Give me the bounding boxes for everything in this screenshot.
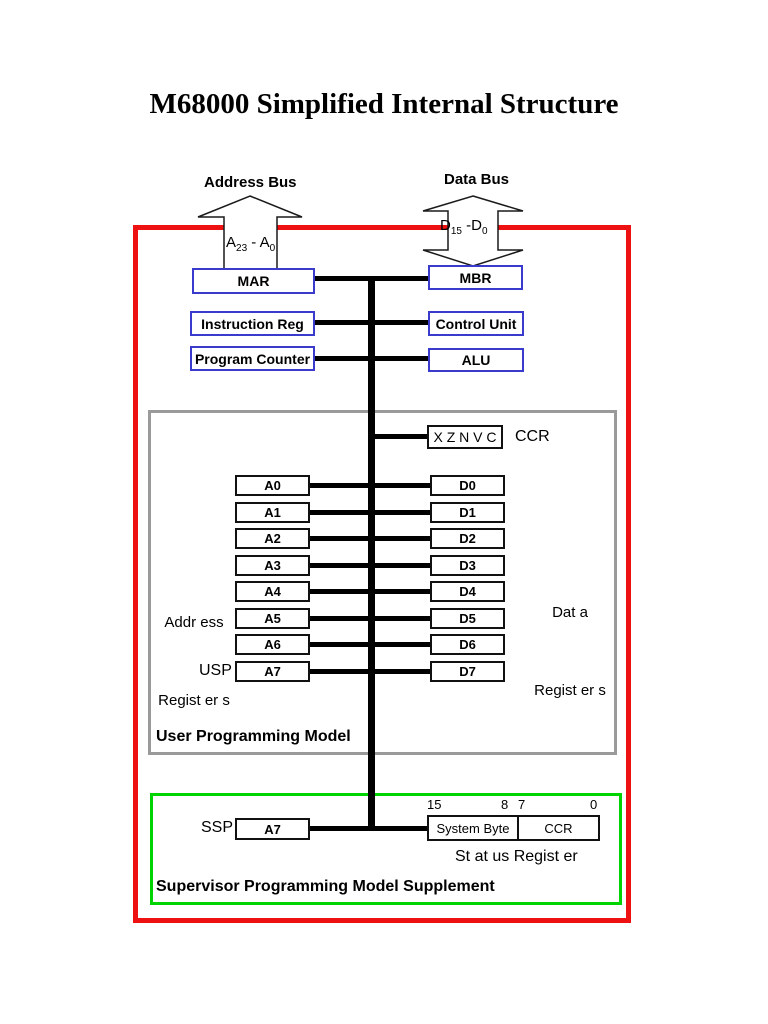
reg-row-connector <box>310 483 430 488</box>
data-registers-label: Dat a Regist er s <box>534 604 606 699</box>
register-d2: D2 <box>430 528 505 549</box>
register-d4: D4 <box>430 581 505 602</box>
instruction-reg-box: Instruction Reg <box>190 311 315 336</box>
register-a7: A7 <box>235 661 310 682</box>
reg-row-connector <box>310 669 430 674</box>
register-d0: D0 <box>430 475 505 496</box>
mbr-box: MBR <box>428 265 523 290</box>
register-d3: D3 <box>430 555 505 576</box>
register-a2: A2 <box>235 528 310 549</box>
ssp-status-connector <box>310 826 430 831</box>
reg-row-connector <box>310 589 430 594</box>
data-bus-label: Data Bus <box>444 171 510 188</box>
ccr-label: CCR <box>515 428 550 445</box>
reg-row-connector <box>310 563 430 568</box>
reg-row-connector <box>310 536 430 541</box>
pc-alu-connector <box>315 356 428 361</box>
status-register-label: St at us Regist er <box>455 848 578 865</box>
supervisor-model-caption: Supervisor Programming Model Supplement <box>156 878 495 895</box>
register-a4: A4 <box>235 581 310 602</box>
reg-row-connector <box>310 510 430 515</box>
mar-box: MAR <box>192 268 315 294</box>
address-bus-range: A23 - A0 <box>226 234 276 254</box>
register-d7: D7 <box>430 661 505 682</box>
page-title: M68000 Simplified Internal Structure <box>149 88 619 120</box>
register-a1: A1 <box>235 502 310 523</box>
status-bit8-label: 8 <box>501 797 509 812</box>
register-a0: A0 <box>235 475 310 496</box>
status-bit7-label: 7 <box>518 797 526 812</box>
register-a6: A6 <box>235 634 310 655</box>
register-d6: D6 <box>430 634 505 655</box>
control-unit-box: Control Unit <box>428 311 524 336</box>
ssp-label: SSP <box>201 819 234 836</box>
address-bus-label: Address Bus <box>204 174 297 191</box>
register-a3: A3 <box>235 555 310 576</box>
user-programming-model-frame <box>148 410 617 755</box>
supervisor-model-frame <box>150 793 622 905</box>
status-ccr-cell: CCR <box>544 820 573 836</box>
internal-bus-line <box>368 276 375 831</box>
cpu-boundary-frame <box>133 225 631 923</box>
status-bit0-label: 0 <box>590 797 598 812</box>
program-counter-box: Program Counter <box>190 346 315 371</box>
user-model-caption: User Programming Model <box>156 728 351 745</box>
alu-box: ALU <box>428 348 524 372</box>
register-a5: A5 <box>235 608 310 629</box>
data-bus-range: D15 -D0 <box>440 217 488 237</box>
reg-row-connector <box>310 642 430 647</box>
address-registers-label: Addr ess Regist er s <box>158 614 230 709</box>
ccr-connector <box>371 434 427 439</box>
status-bit15-label: 15 <box>427 797 442 812</box>
register-d1: D1 <box>430 502 505 523</box>
status-register-box: System Byte CCR <box>427 815 600 841</box>
ccr-flags-box: X Z N V C <box>427 425 503 449</box>
reg-row-connector <box>310 616 430 621</box>
ssp-a7-box: A7 <box>235 818 310 840</box>
address-bus-arrow-icon <box>197 195 303 271</box>
system-byte-cell: System Byte <box>429 817 519 839</box>
ir-cu-connector <box>315 320 428 325</box>
register-d5: D5 <box>430 608 505 629</box>
mar-mbr-connector <box>315 276 428 281</box>
usp-label: USP <box>199 662 232 679</box>
